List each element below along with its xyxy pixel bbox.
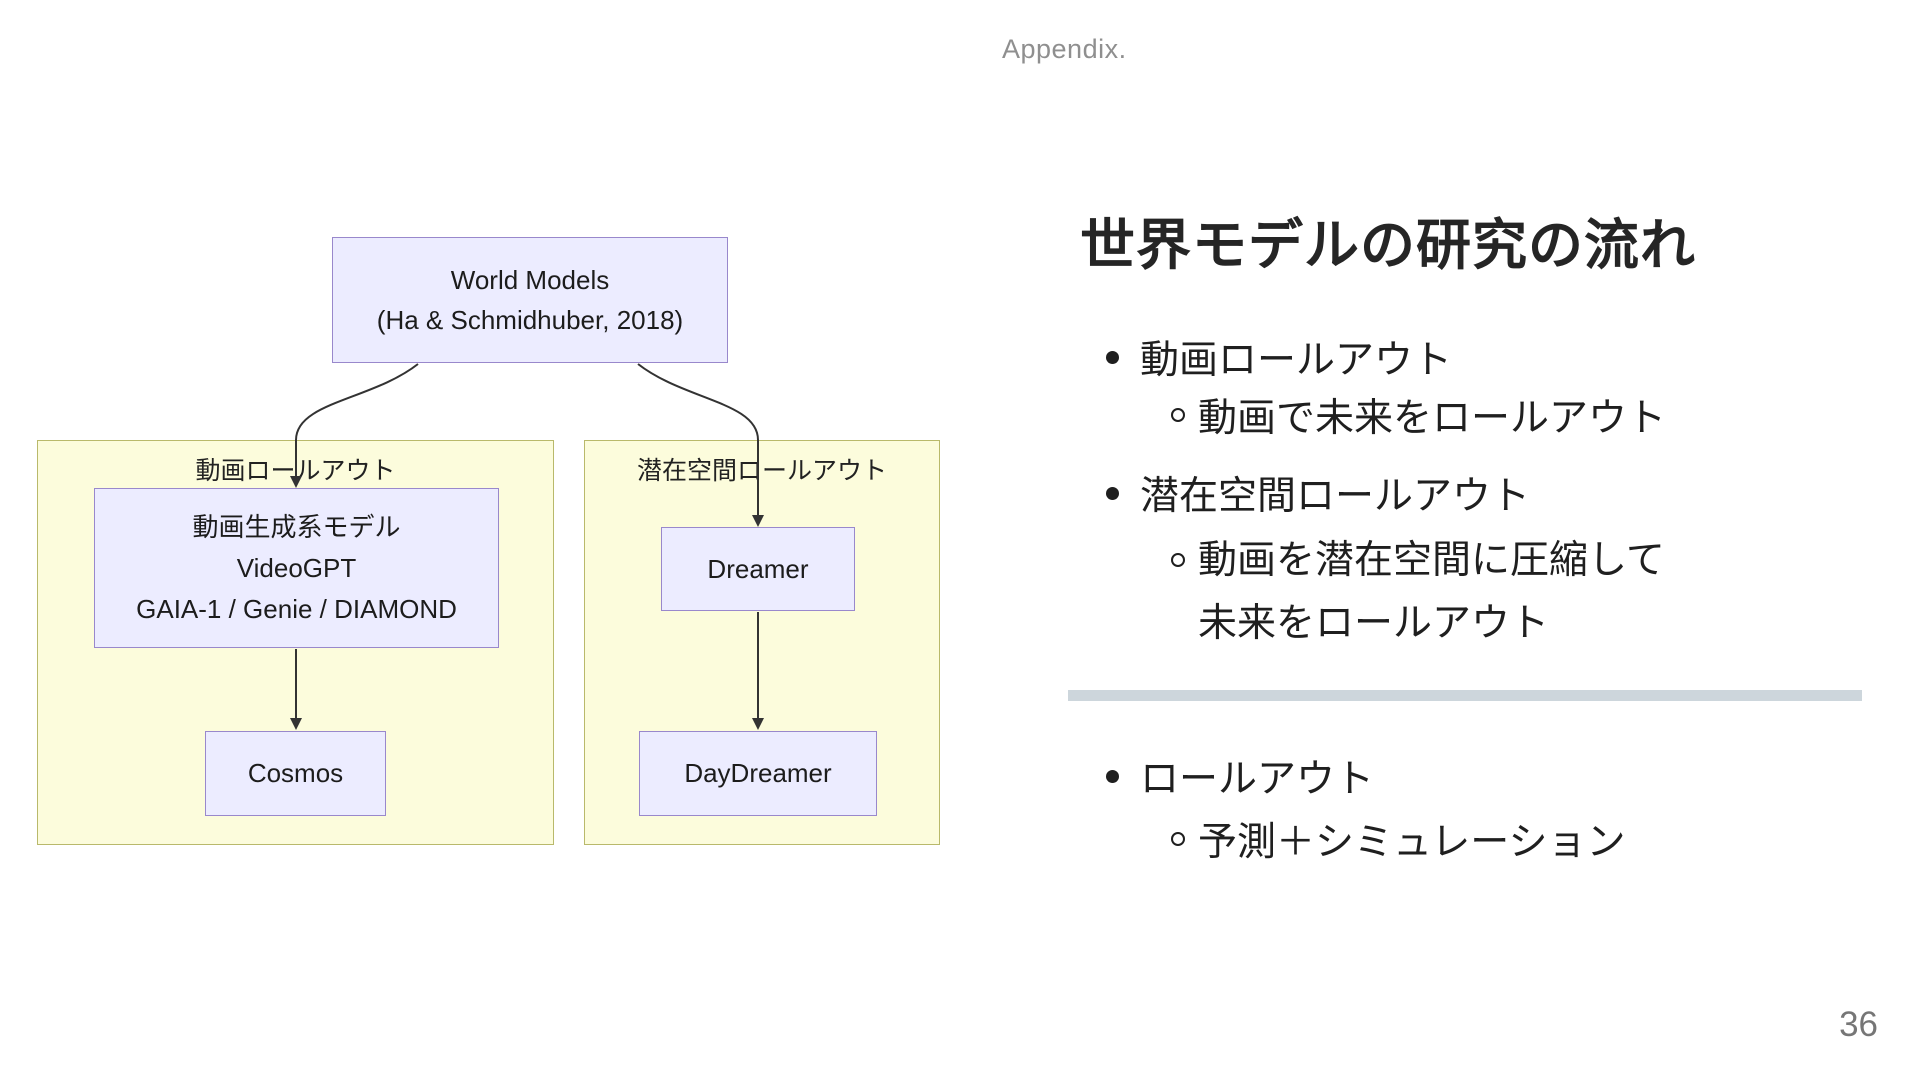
list-item: 動画で未来をロールアウト — [1171, 391, 1666, 440]
list-item: ロールアウト — [1106, 752, 1374, 801]
bullet-circle-icon — [1171, 553, 1185, 567]
bullet-circle-icon — [1171, 408, 1185, 422]
list-item: 動画を潜在空間に圧縮して 未来をロールアウト — [1171, 529, 1665, 655]
list-item-text: 動画ロールアウト — [1140, 339, 1453, 382]
bullet-dot-icon — [1106, 350, 1119, 364]
node-daydreamer: DayDreamer — [639, 731, 877, 816]
bullet-circle-icon — [1171, 832, 1185, 846]
node-world-models: World Models (Ha & Schmidhuber, 2018) — [332, 237, 728, 363]
list-item: 潜在空間ロールアウト — [1106, 469, 1530, 518]
list-item-text: ロールアウト — [1140, 758, 1375, 801]
node-dreamer: Dreamer — [661, 527, 855, 611]
page-title: 世界モデルの研究の流れ — [1080, 214, 1697, 276]
node-cosmos-label: Cosmos — [247, 758, 344, 788]
cluster-latent-rollout-label: 潜在空間ロールアウト — [636, 457, 887, 485]
node-cosmos: Cosmos — [205, 731, 386, 816]
node-video-generation-line3: GAIA-1 / Genie / DIAMOND — [136, 593, 457, 624]
node-daydreamer-label: DayDreamer — [684, 758, 832, 788]
node-video-generation-line2: VideoGPT — [236, 552, 357, 583]
list-item-text: 予測＋シミュレーション — [1198, 821, 1626, 864]
appendix-label: Appendix. — [1002, 34, 1127, 64]
world-models-flowchart: 動画ロールアウト 潜在空間ロールアウト World Models (Ha & S… — [0, 0, 980, 880]
list-item: 予測＋シミュレーション — [1171, 815, 1625, 864]
list-item-text: 動画を潜在空間に圧縮して 未来をロールアウト — [1198, 529, 1665, 655]
node-world-models-line2: (Ha & Schmidhuber, 2018) — [376, 305, 684, 335]
list-item-text-line2: 未来をロールアウト — [1198, 602, 1550, 645]
bullet-dot-icon — [1106, 486, 1119, 500]
node-world-models-line1: World Models — [450, 265, 610, 295]
node-dreamer-label: Dreamer — [707, 553, 809, 584]
node-video-generation-line1: 動画生成系モデル — [192, 511, 401, 542]
list-item-text-line1: 動画を潜在空間に圧縮して — [1198, 539, 1665, 582]
cluster-video-rollout-label: 動画ロールアウト — [195, 457, 396, 485]
list-item-text: 動画で未来をロールアウト — [1198, 397, 1667, 440]
page-number: 36 — [1839, 1005, 1878, 1044]
bullet-dot-icon — [1106, 769, 1119, 783]
list-item-text: 潜在空間ロールアウト — [1140, 475, 1531, 518]
node-video-generation-models: 動画生成系モデル VideoGPT GAIA-1 / Genie / DIAMO… — [94, 488, 499, 648]
section-divider — [1068, 690, 1862, 701]
list-item: 動画ロールアウト — [1106, 333, 1452, 382]
